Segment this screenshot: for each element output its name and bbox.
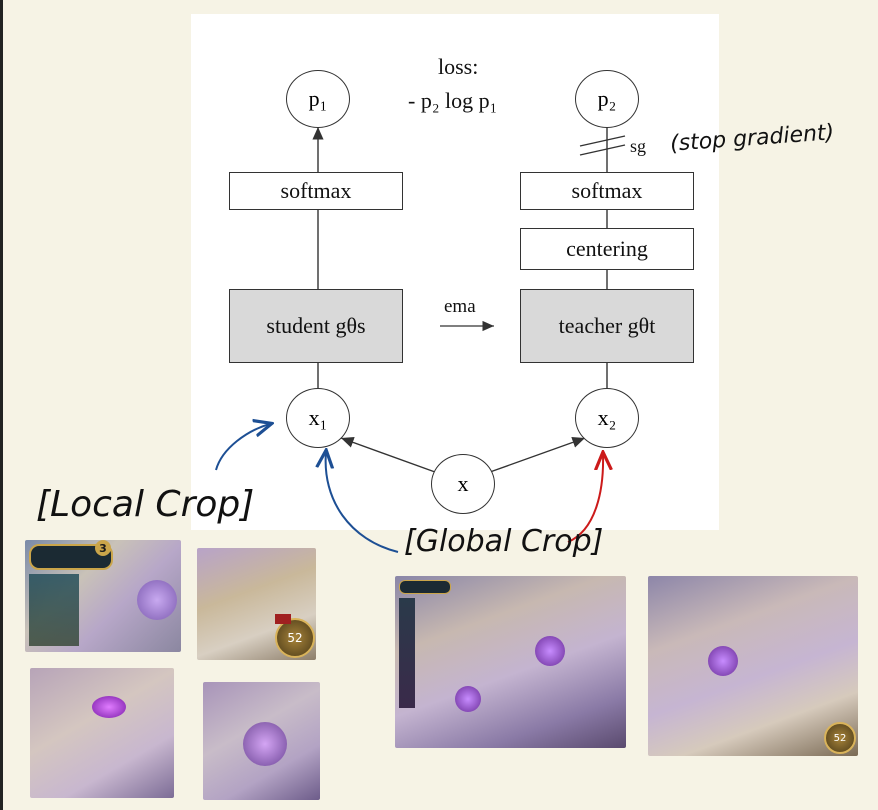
teacher-network-box: teacher gθt (520, 289, 694, 363)
global-crop-image-1 (395, 576, 626, 748)
red-arrow-global (567, 454, 603, 543)
purple-burst (243, 722, 287, 766)
blue-arrow-local (215, 424, 270, 471)
softmax-student-box: softmax (229, 172, 403, 210)
local-crop-image-3 (30, 668, 174, 798)
arrow-x-to-x1 (340, 437, 436, 473)
local-crop-annotation: [Local Crop] (36, 484, 255, 525)
sg-slash-1 (579, 135, 626, 147)
ema-label: ema (444, 296, 476, 317)
local-crop-image-2: 52 (197, 548, 316, 660)
softmax-teacher-box: softmax (520, 172, 694, 210)
local-crop-image-1: 3 (25, 540, 181, 652)
gold-coin: 52 (824, 722, 856, 754)
blue-arrow-global (326, 452, 399, 553)
sg-slash-2 (579, 144, 626, 156)
purple-portal (92, 696, 126, 718)
local-crop-image-4 (203, 682, 320, 800)
node-p2: p₂ (575, 70, 639, 128)
global-crop-annotation: [Global Crop] (404, 524, 604, 559)
centering-box: centering (520, 228, 694, 270)
loss-label: loss: (438, 54, 479, 79)
purple-unit (455, 686, 481, 712)
student-network-box: student gθs (229, 289, 403, 363)
purple-unit-glow (137, 580, 177, 620)
arrow-x-to-x2 (489, 436, 586, 473)
hud-panel (399, 580, 451, 594)
sg-label: sg (630, 136, 647, 156)
node-p1: p₁ (286, 70, 350, 128)
trait-list (29, 574, 79, 646)
node-x2: x₂ (575, 388, 639, 448)
purple-unit (535, 636, 565, 666)
global-crop-image-2: 52 (648, 576, 858, 756)
purple-unit (708, 646, 738, 676)
level-badge: 3 (95, 540, 111, 556)
trait-column (399, 598, 415, 708)
gold-coin: 52 (275, 618, 315, 658)
red-badge (275, 614, 291, 624)
node-x: x (431, 454, 495, 514)
node-x1: x₁ (286, 388, 350, 448)
loss-formula: - p₂ log p₁ (408, 88, 498, 113)
left-edge-bar (0, 0, 3, 810)
